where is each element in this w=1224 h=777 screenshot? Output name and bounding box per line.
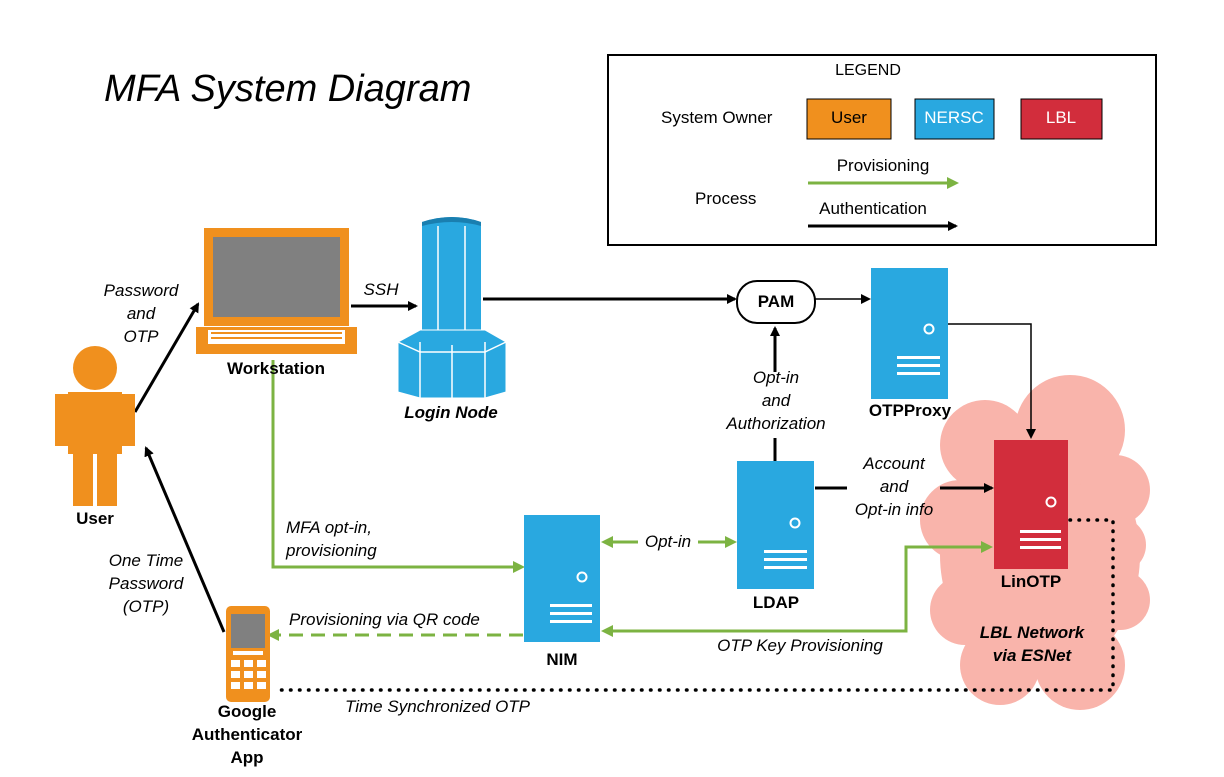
google-app-label-1: Google: [218, 702, 277, 721]
edge-label-ssh: SSH: [364, 280, 400, 299]
edge-label-password-3: OTP: [124, 327, 160, 346]
legend-nersc-label: NERSC: [924, 108, 984, 127]
edge-label-qr: Provisioning via QR code: [289, 610, 480, 629]
edge-label-mfa-1: MFA opt-in,: [286, 518, 372, 537]
google-app-label-3: App: [230, 748, 263, 767]
legend-process: Process: [695, 189, 756, 208]
pam-node: [736, 280, 816, 324]
edge-label-optin-auth-1: Opt-in: [753, 368, 799, 387]
ldap-server-icon: [737, 461, 814, 589]
edge-label-time-sync: Time Synchronized OTP: [345, 697, 531, 716]
workstation-label: Workstation: [227, 359, 325, 378]
edge-label-account-3: Opt-in info: [855, 500, 933, 519]
lbl-network-label-1: LBL Network: [980, 623, 1086, 642]
edge-app-user: [144, 446, 226, 633]
edge-linotp-app-dotted: [274, 518, 1115, 692]
edge-otpproxy-linotp: [948, 323, 1036, 439]
edge-label-otp-1: One Time: [109, 551, 183, 570]
edge-label-account-1: Account: [862, 454, 926, 473]
edge-label-optin: Opt-in: [645, 532, 691, 551]
legend-system-owner: System Owner: [661, 108, 773, 127]
legend-nersc-swatch: [914, 98, 995, 140]
edge-linotp-nim: [601, 545, 990, 637]
pam-label: PAM: [758, 292, 795, 311]
user-icon: [55, 346, 135, 506]
legend-user-label: User: [831, 108, 867, 127]
nim-label: NIM: [546, 650, 577, 669]
otpproxy-server-icon: [871, 268, 948, 399]
legend-lbl-label: LBL: [1046, 108, 1076, 127]
linotp-server-icon: [994, 440, 1068, 569]
ldap-label: LDAP: [753, 593, 799, 612]
edge-label-optin-auth-3: Authorization: [725, 414, 825, 433]
legend-heading: LEGEND: [835, 62, 901, 79]
edge-label-otp-key: OTP Key Provisioning: [717, 636, 883, 655]
legend-user-swatch: [806, 98, 892, 140]
legend-box: [607, 54, 1157, 246]
legend-authentication-label: Authentication: [819, 199, 927, 218]
otpproxy-label: OTPProxy: [869, 401, 952, 420]
edge-label-account-2: and: [880, 477, 909, 496]
legend: LEGEND System Owner User NERSC LBL Proce…: [607, 54, 1157, 246]
edge-workstation-nim: [271, 360, 525, 573]
edge-label-otp-3: (OTP): [123, 597, 169, 616]
edge-label-otp-2: Password: [109, 574, 184, 593]
edge-label-password-1: Password: [104, 281, 179, 300]
edge-label-password-2: and: [127, 304, 156, 323]
edge-label-optin-auth-2: and: [762, 391, 791, 410]
google-app-label-2: Authenticator: [192, 725, 303, 744]
page-title: MFA System Diagram: [104, 68, 471, 110]
user-label: User: [76, 509, 114, 528]
google-authenticator-phone-icon: [226, 606, 270, 702]
legend-provisioning-label: Provisioning: [837, 156, 930, 175]
edge-user-workstation: [133, 302, 200, 413]
workstation-laptop-icon: [196, 228, 357, 354]
legend-lbl-swatch: [1020, 98, 1103, 140]
edge-label-mfa-2: provisioning: [285, 541, 377, 560]
lbl-network-label-2: via ESNet: [993, 646, 1073, 665]
linotp-label: LinOTP: [1001, 572, 1061, 591]
lbl-network-cloud: [920, 375, 1150, 710]
login-node-icon: [397, 217, 507, 399]
login-node-label: Login Node: [404, 403, 497, 422]
nim-server-icon: [524, 515, 600, 642]
